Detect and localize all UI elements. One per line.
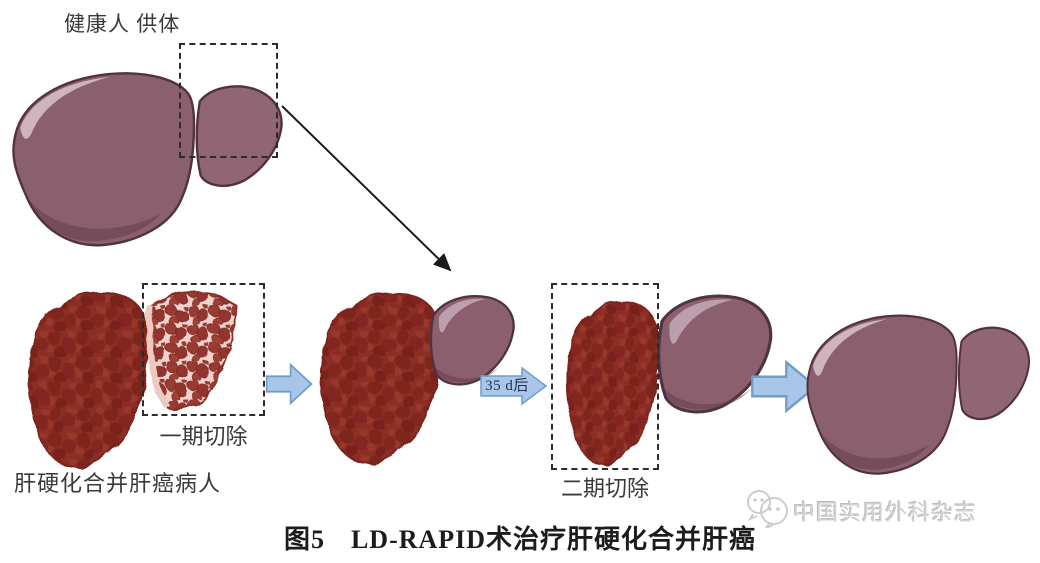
flow-arrow-2: 35 d后: [480, 365, 548, 407]
patient-liver-cut-surface: [145, 291, 239, 410]
journal-watermark: 中国实用外科杂志: [793, 500, 978, 525]
transplant-arrow: [281, 105, 452, 272]
stage1-label: 一期切除: [159, 424, 248, 449]
wechat-logo-icon: [747, 490, 788, 528]
stage2-label: 二期切除: [560, 476, 649, 501]
donor-graft-dashed-box: [179, 43, 278, 158]
patient-cirrhotic-liver: [28, 291, 149, 468]
stage2-dashed-box: [551, 283, 659, 470]
figure-caption-title: LD-RAPID术治疗肝硬化合并肝癌: [350, 525, 757, 554]
stage1-dashed-box: [142, 283, 265, 416]
donor-label: 健康人 供体: [64, 12, 181, 36]
final-healthy-liver-illustration: [806, 314, 1031, 475]
interval-label: 35 d后: [485, 378, 529, 394]
figure-caption: 图5 LD-RAPID术治疗肝硬化合并肝癌: [0, 519, 1040, 556]
stage1-remnant-cirrhotic-liver: [320, 292, 441, 464]
patient-label: 肝硬化合并肝癌病人: [14, 471, 222, 496]
figure-caption-number: 图5: [283, 525, 325, 554]
flow-arrow-1-icon: [265, 363, 313, 405]
